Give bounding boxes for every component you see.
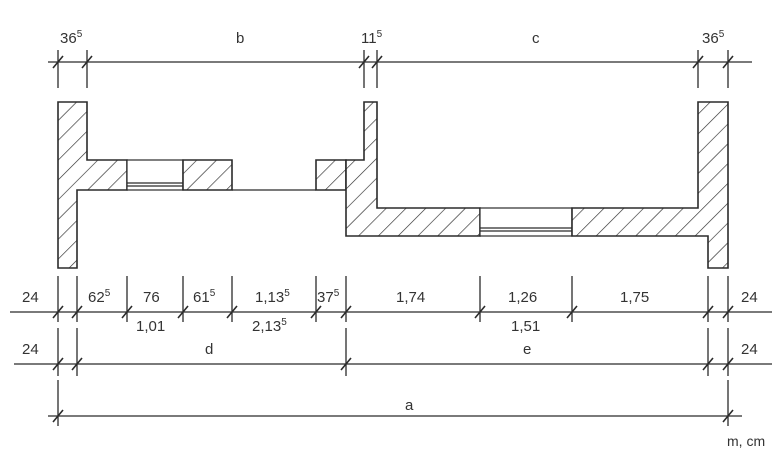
dim-segment-1: 625	[88, 288, 111, 306]
dimension-chain-1: 24 24 625 76 615 1,135 375 1,74 1,26 1,7…	[10, 276, 772, 335]
dim-segment-2: 76	[143, 289, 160, 306]
dim-left-wall-thickness: 365	[60, 29, 83, 47]
dim-under-2: 2,135	[252, 317, 287, 335]
dim-chain1-left-side: 24	[22, 289, 39, 306]
dim-right-wall-thickness: 365	[702, 29, 725, 47]
dim-chain2-right-side: 24	[741, 341, 758, 358]
dim-chain1-right-side: 24	[741, 289, 758, 306]
dimension-chain-2: 24 24 d e	[14, 328, 772, 376]
window-left	[126, 159, 184, 191]
dim-segment-3: 615	[193, 288, 216, 306]
dim-span-c: c	[532, 30, 540, 47]
dim-span-d: d	[205, 341, 213, 358]
dim-span-a: a	[405, 397, 414, 414]
pier-left	[182, 159, 233, 191]
right-wall	[571, 101, 729, 269]
dim-under-1: 1,01	[136, 318, 165, 335]
dim-under-3: 1,51	[511, 318, 540, 335]
window-right	[479, 207, 573, 237]
left-wall	[57, 101, 128, 269]
dim-segment-8: 1,75	[620, 289, 649, 306]
middle-wall	[345, 101, 481, 237]
overall-dimension-line: a	[48, 380, 742, 426]
dim-chain2-left-side: 24	[22, 341, 39, 358]
dim-segment-4: 1,135	[255, 288, 290, 306]
pier-right	[315, 159, 347, 191]
wall-section-plan	[57, 101, 729, 269]
top-dimension-line: 365 b 115 c 365	[48, 29, 752, 88]
dim-segment-6: 1,74	[396, 289, 425, 306]
dim-span-b: b	[236, 30, 244, 47]
units-label: m, cm	[727, 433, 765, 449]
dim-middle-wall-thickness: 115	[361, 29, 383, 47]
dim-span-e: e	[523, 341, 531, 358]
dim-segment-7: 1,26	[508, 289, 537, 306]
dim-segment-5: 375	[317, 288, 340, 306]
